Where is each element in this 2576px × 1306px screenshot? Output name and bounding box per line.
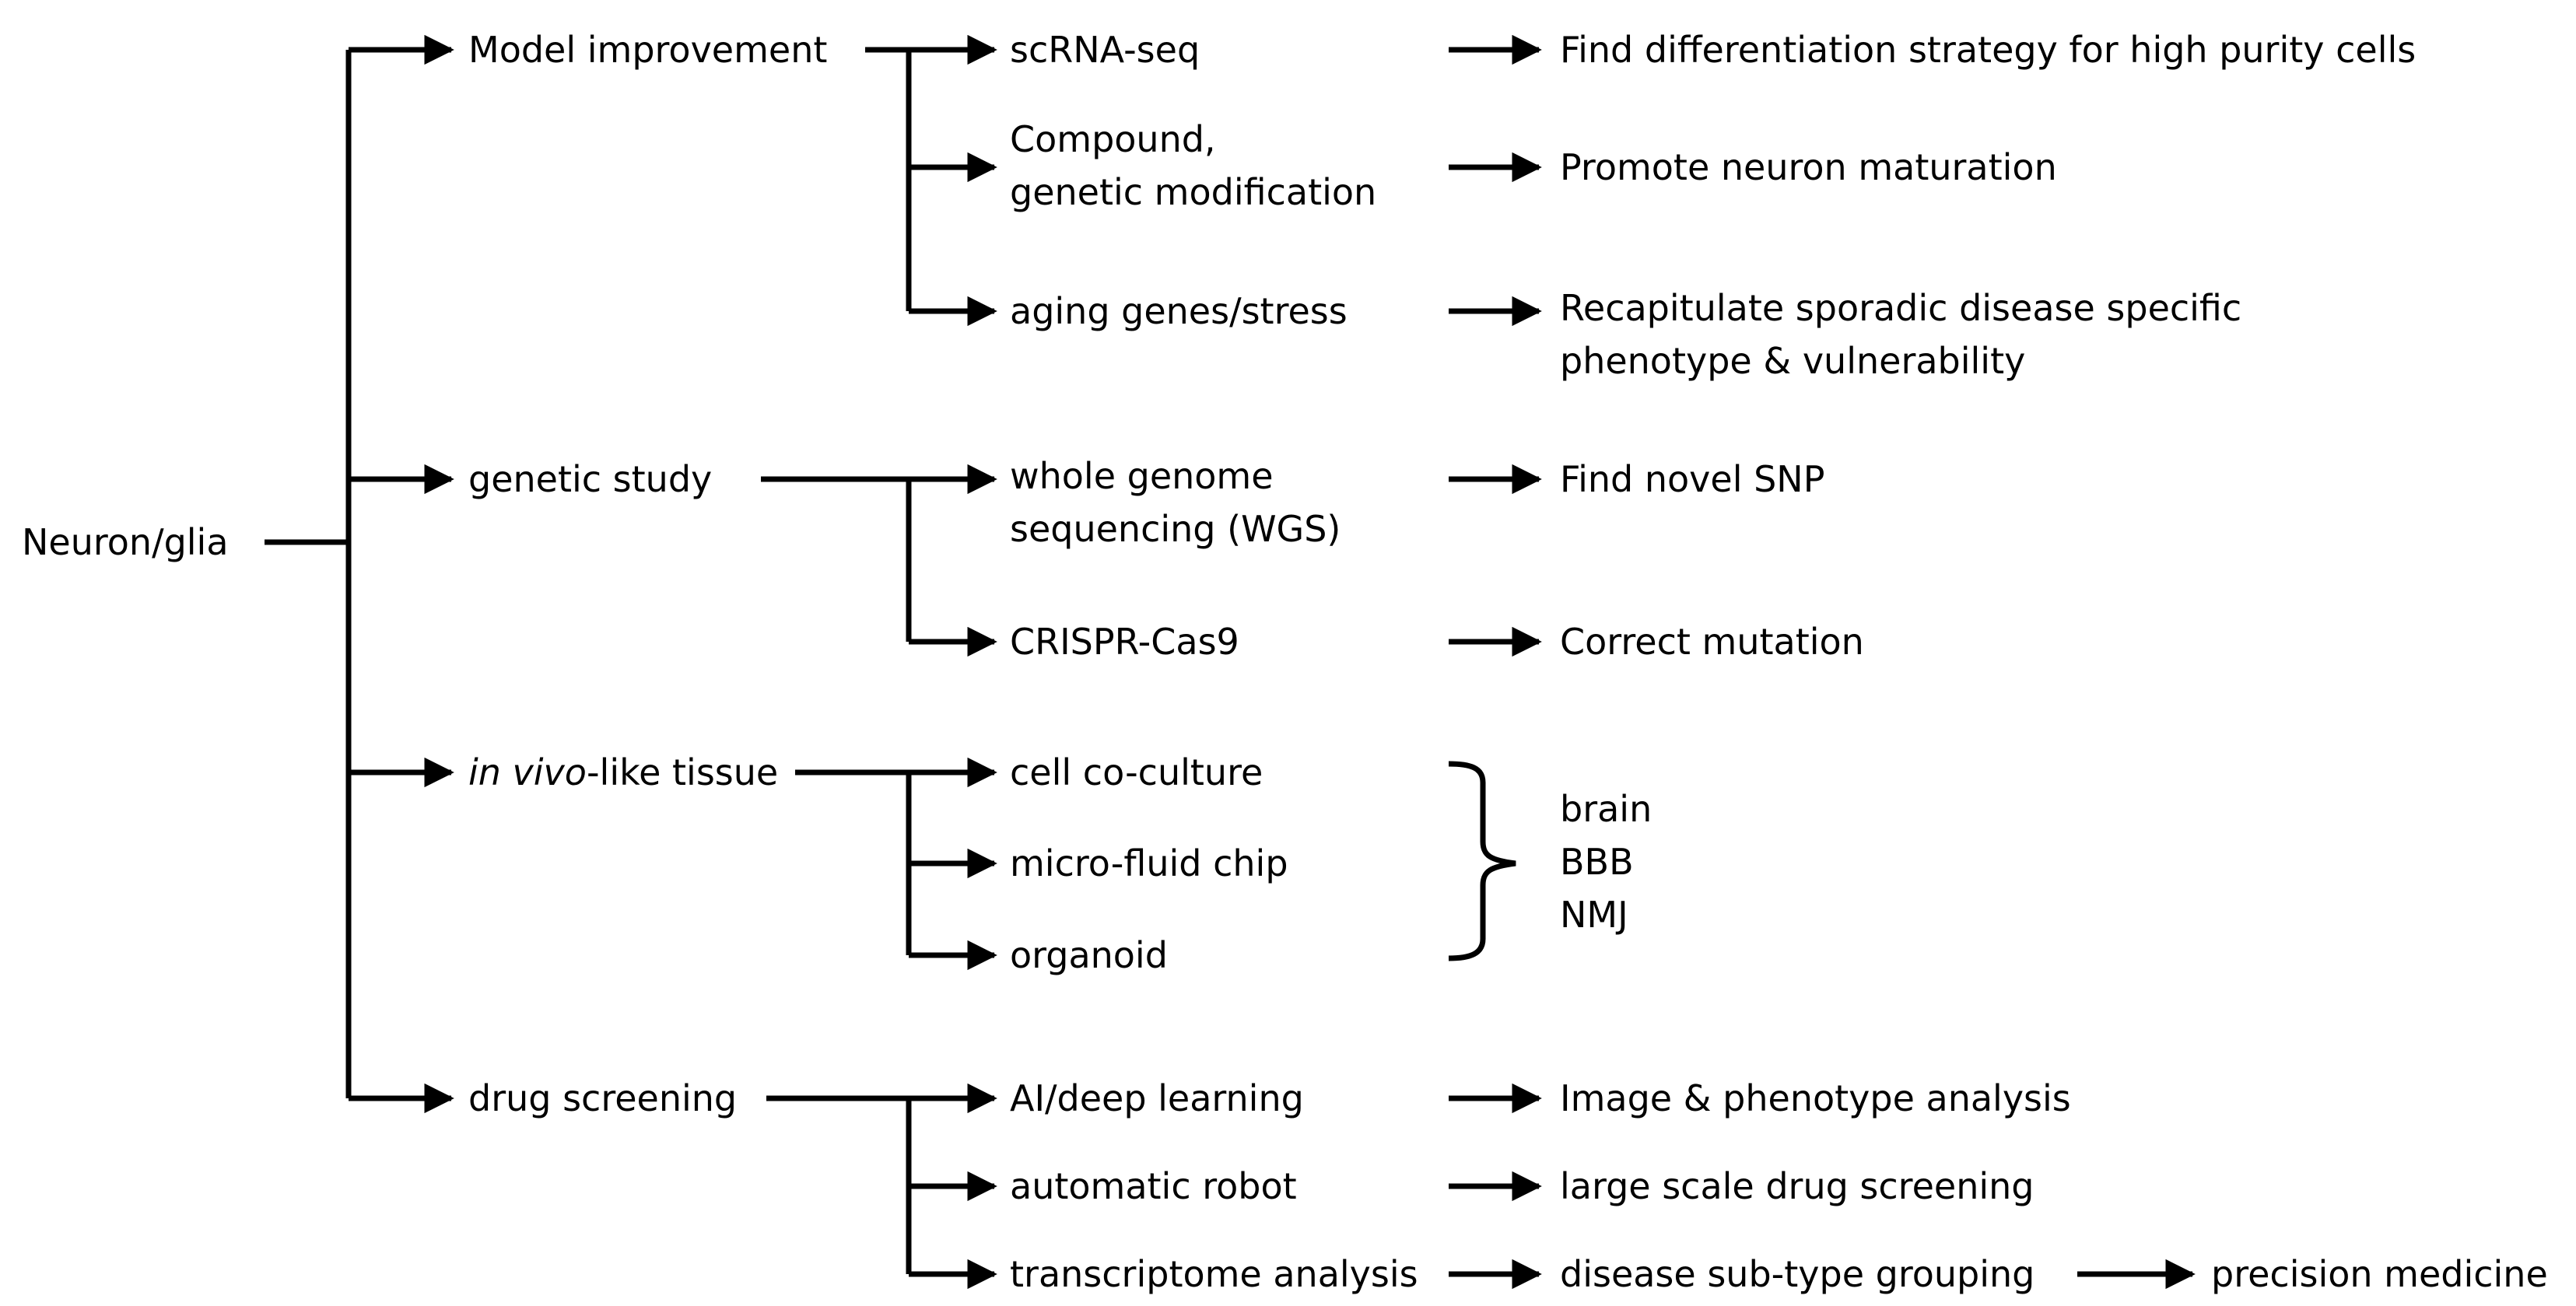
curly-brace	[1448, 761, 1516, 961]
outcome-recapitulate: Recapitulate sporadic disease specific	[1560, 287, 2242, 329]
outcome-snp: Find novel SNP	[1560, 458, 1825, 500]
method-compound: Compound,	[1010, 118, 1216, 160]
root-node: Neuron/glia	[22, 521, 229, 563]
method-aging-genes: aging genes/stress	[1010, 290, 1348, 332]
method-transcriptome: transcriptome analysis	[1010, 1253, 1418, 1295]
model-brain: brain	[1560, 788, 1652, 830]
method-ai-deep-learning: AI/deep learning	[1010, 1077, 1304, 1119]
in-vivo-rest: -like tissue	[586, 751, 779, 793]
model-nmj: NMJ	[1560, 894, 1628, 936]
outcome-differentiation: Find differentiation strategy for high p…	[1560, 29, 2417, 71]
outcome-phenotype: phenotype & vulnerability	[1560, 340, 2026, 382]
method-wgs-line2: sequencing (WGS)	[1010, 508, 1341, 550]
in-vivo-italic: in vivo	[468, 751, 587, 793]
model-bbb: BBB	[1560, 841, 1634, 883]
outcome-large-scale-screening: large scale drug screening	[1560, 1165, 2035, 1207]
method-scrna-seq: scRNA-seq	[1010, 29, 1200, 71]
method-automatic-robot: automatic robot	[1010, 1165, 1297, 1207]
outcome-image-analysis: Image & phenotype analysis	[1560, 1077, 2071, 1119]
outcome-maturation: Promote neuron maturation	[1560, 146, 2057, 188]
method-wgs-line1: whole genome	[1010, 455, 1274, 497]
method-crispr: CRISPR-Cas9	[1010, 621, 1239, 663]
branch-drug-screening: drug screening	[468, 1077, 738, 1119]
branch-model-improvement: Model improvement	[468, 29, 828, 71]
outcome-subtype-grouping: disease sub-type grouping	[1560, 1253, 2035, 1295]
outcome-precision-medicine: precision medicine	[2211, 1253, 2548, 1295]
method-organoid: organoid	[1010, 934, 1168, 976]
method-genetic-modification: genetic modification	[1010, 171, 1377, 213]
method-micro-fluid: micro-fluid chip	[1010, 842, 1288, 884]
branch-in-vivo-tissue: in vivo-like tissue	[468, 746, 778, 799]
method-co-culture: cell co-culture	[1010, 751, 1263, 793]
branch-genetic-study: genetic study	[468, 458, 713, 500]
outcome-correct-mutation: Correct mutation	[1560, 621, 1864, 663]
